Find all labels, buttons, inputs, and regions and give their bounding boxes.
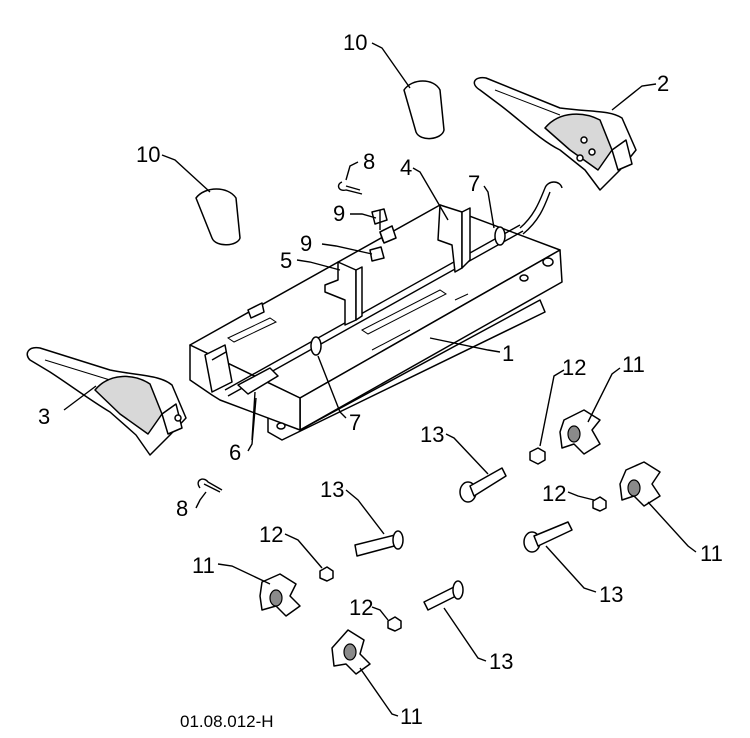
callout-10-top: 10: [343, 30, 368, 55]
callout-6: 6: [229, 440, 242, 465]
callout-13-d: 13: [489, 649, 514, 674]
callout-12-a: 12: [562, 355, 587, 380]
knob-part-10-top: [403, 80, 445, 140]
handle-part-3: [26, 346, 187, 456]
callout-5: 5: [280, 248, 293, 273]
bolt-part-9-upper: [371, 208, 388, 230]
clip-part-9-bracket: [379, 225, 397, 244]
nut-part-12-a: [529, 447, 546, 465]
nut-part-12-b: [592, 496, 607, 512]
callout-13-b: 13: [320, 477, 345, 502]
callout-11-d: 11: [400, 704, 423, 729]
callout-13-c: 13: [599, 582, 624, 607]
callout-10-left: 10: [136, 142, 161, 167]
bolt-part-13-a: [459, 467, 507, 503]
star-knob-part-11-a: [559, 409, 601, 455]
bracket-part-4: [437, 204, 471, 273]
bolt-part-13-c: [523, 521, 573, 553]
callout-12-c: 12: [259, 522, 284, 547]
handle-part-2: [473, 76, 637, 191]
star-knob-part-11-b: [619, 461, 661, 507]
callout-8-upper: 8: [363, 149, 376, 174]
nut-part-12-c: [319, 566, 334, 582]
bolt-part-13-b: [354, 530, 404, 557]
drawing-code: 01.08.012-H: [180, 712, 274, 731]
callout-7-upper: 7: [468, 171, 481, 196]
star-knob-part-11-c: [259, 573, 301, 617]
callout-11-c: 11: [192, 553, 215, 578]
bracket-part-5: [324, 261, 363, 326]
washer-part-7-right: [494, 226, 506, 246]
callout-13-a: 13: [420, 422, 445, 447]
leader-lines: [63, 42, 697, 717]
callout-11-b: 11: [700, 541, 723, 566]
bolt-part-13-d: [423, 580, 464, 611]
knob-part-10-left: [195, 188, 241, 246]
callout-4: 4: [400, 155, 413, 180]
callout-2: 2: [657, 71, 670, 96]
callout-12-b: 12: [542, 481, 567, 506]
bolt-part-9-lower: [369, 246, 385, 262]
callout-7-lower: 7: [349, 410, 362, 435]
callout-3: 3: [38, 404, 51, 429]
callout-11-a: 11: [622, 352, 645, 377]
clip-part-8-upper: [337, 181, 363, 195]
washer-part-7-left: [310, 336, 322, 356]
callout-9-lower: 9: [300, 231, 313, 256]
nut-part-12-d: [387, 616, 402, 632]
callout-12-d: 12: [349, 595, 374, 620]
star-knob-part-11-d: [331, 629, 371, 675]
callout-8-lower: 8: [176, 496, 189, 521]
clip-part-8-lower: [197, 478, 223, 493]
callout-1: 1: [502, 341, 515, 366]
callout-9-upper: 9: [333, 201, 346, 226]
